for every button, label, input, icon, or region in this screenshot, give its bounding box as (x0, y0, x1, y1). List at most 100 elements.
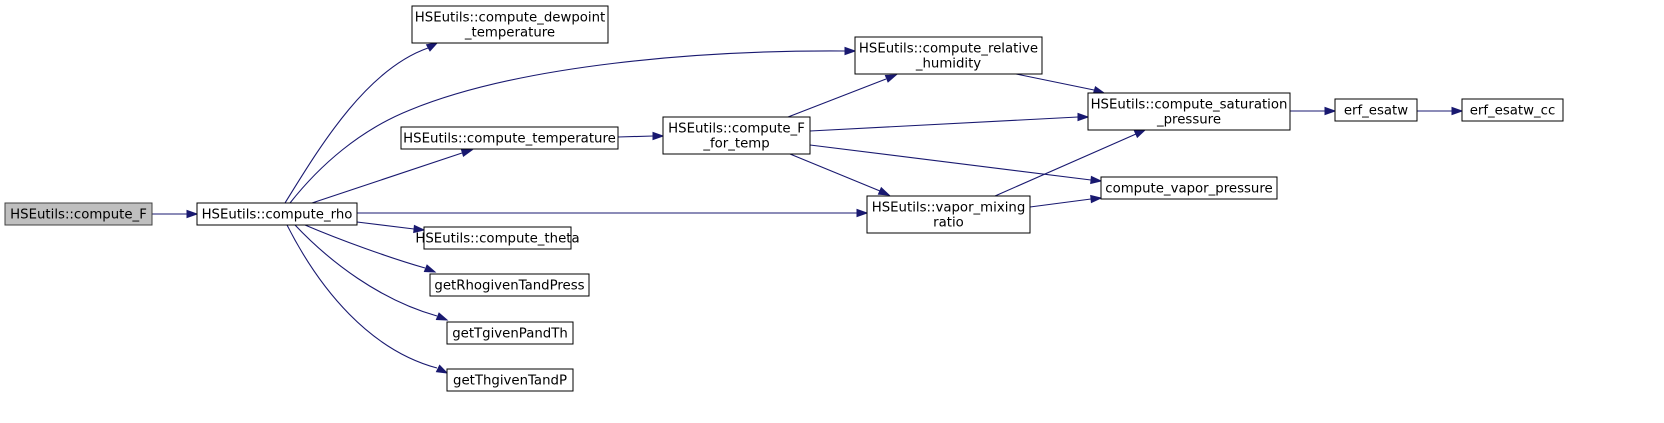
node-compute_temperature[interactable]: HSEutils::compute_temperature (400, 126, 619, 150)
node-label: HSEutils::compute_relative (859, 42, 1038, 57)
edge-erf_esatw-to-erf_esatw_cc (1417, 106, 1464, 116)
edge-compute_rho-to-getRhogivenTandPress (304, 224, 437, 273)
edge-compute_rho-to-compute_theta (356, 221, 426, 234)
arrowhead-icon (435, 312, 449, 321)
node-box[interactable] (1334, 98, 1418, 122)
arrowhead-icon (652, 131, 665, 141)
edge-line (284, 47, 429, 204)
node-getRhogivenTandPress[interactable]: getRhogivenTandPress (429, 273, 590, 297)
edge-line (994, 133, 1137, 197)
node-box[interactable] (854, 36, 1043, 75)
arrowhead-icon (186, 209, 199, 219)
edge-line (1015, 73, 1095, 91)
arrowhead-icon (460, 148, 474, 158)
edge-line (286, 224, 438, 369)
node-label: _humidity (915, 57, 981, 72)
arrowhead-icon (877, 186, 891, 196)
arrowhead-icon (425, 42, 439, 52)
node-box[interactable] (411, 5, 609, 44)
node-compute_rho[interactable]: HSEutils::compute_rho (196, 202, 358, 226)
edge-line (304, 224, 426, 269)
edges-layer (152, 42, 1464, 374)
edge-line (356, 221, 415, 230)
node-box[interactable] (196, 202, 358, 226)
node-label: HSEutils::vapor_mixing (872, 201, 1026, 216)
arrowhead-icon (1090, 175, 1103, 185)
edge-line (617, 135, 654, 138)
node-compute_relative_humidity[interactable]: HSEutils::compute_relative_humidity (854, 36, 1043, 75)
node-label: HSEutils::compute_rho (202, 208, 353, 223)
edge-line (787, 78, 887, 118)
node-box[interactable] (446, 321, 574, 345)
edge-compute_F_for_temp-to-compute_vapor_pressure (809, 144, 1103, 185)
edge-line (1029, 198, 1092, 208)
node-label: HSEutils::compute_F (10, 208, 147, 223)
edge-line (809, 116, 1079, 132)
edge-compute_temperature-to-compute_F_for_temp (617, 131, 665, 141)
edge-vapor_mixing_ratio-to-compute_vapor_pressure (1029, 194, 1103, 208)
node-label: HSEutils::compute_theta (415, 232, 579, 247)
node-erf_esatw[interactable]: erf_esatw (1334, 98, 1418, 122)
node-box[interactable] (866, 195, 1031, 234)
arrowhead-icon (884, 74, 898, 83)
edge-compute_rho-to-vapor_mixing_ratio (357, 208, 869, 218)
arrowhead-icon (1451, 106, 1464, 116)
node-label: _pressure (1156, 113, 1221, 128)
node-compute_dewpoint_temperature[interactable]: HSEutils::compute_dewpoint_temperature (411, 5, 609, 44)
node-compute_vapor_pressure[interactable]: compute_vapor_pressure (1100, 176, 1278, 200)
node-label: getThgivenTandP (453, 374, 567, 389)
node-box[interactable] (423, 226, 572, 250)
edge-line (311, 152, 463, 204)
edge-line (809, 144, 1092, 181)
arrowhead-icon (844, 46, 857, 56)
node-compute_saturation_pressure[interactable]: HSEutils::compute_saturation_pressure (1087, 92, 1291, 131)
node-label: getRhogivenTandPress (434, 279, 584, 294)
node-box[interactable] (1100, 176, 1278, 200)
node-label: HSEutils::compute_temperature (403, 132, 616, 147)
arrowhead-icon (1092, 85, 1106, 95)
node-label: ratio (933, 216, 964, 231)
node-box[interactable] (662, 116, 811, 155)
node-box[interactable] (1461, 98, 1564, 122)
edge-compute_rho-to-compute_temperature (311, 148, 474, 204)
edge-compute_F_for_temp-to-compute_saturation_pressure (809, 112, 1090, 132)
edge-compute_F-to-compute_rho (152, 209, 199, 219)
edge-compute_relative_humidity-to-compute_saturation_pressure (1015, 73, 1106, 95)
node-box[interactable] (400, 126, 619, 150)
edge-line (289, 50, 846, 204)
edge-compute_F_for_temp-to-vapor_mixing_ratio (789, 153, 891, 196)
node-compute_theta[interactable]: HSEutils::compute_theta (415, 226, 580, 250)
node-label: _temperature (464, 26, 555, 41)
arrowhead-icon (435, 364, 449, 374)
edge-line (789, 153, 881, 192)
edge-compute_rho-to-getThgivenTandP (286, 224, 449, 374)
node-box[interactable] (1087, 92, 1291, 131)
node-label: compute_vapor_pressure (1105, 182, 1272, 197)
node-label: HSEutils::compute_F (668, 122, 805, 137)
node-compute_F_for_temp[interactable]: HSEutils::compute_F_for_temp (662, 116, 811, 155)
node-label: HSEutils::compute_saturation (1091, 98, 1288, 113)
edge-compute_saturation_pressure-to-erf_esatw (1290, 106, 1337, 116)
node-label: getTgivenPandTh (452, 327, 568, 342)
arrowhead-icon (1077, 112, 1090, 122)
node-label: _for_temp (702, 137, 769, 152)
node-label: erf_esatw_cc (1470, 104, 1556, 119)
node-getTgivenPandTh[interactable]: getTgivenPandTh (446, 321, 574, 345)
arrowhead-icon (856, 208, 869, 218)
node-erf_esatw_cc[interactable]: erf_esatw_cc (1461, 98, 1564, 122)
arrowhead-icon (1133, 129, 1147, 139)
edge-compute_rho-to-getTgivenPandTh (294, 224, 449, 321)
node-getThgivenTandP[interactable]: getThgivenTandP (446, 368, 574, 392)
node-box[interactable] (429, 273, 590, 297)
arrowhead-icon (423, 264, 437, 273)
node-compute_F[interactable]: HSEutils::compute_F (4, 202, 153, 226)
node-box[interactable] (446, 368, 574, 392)
node-label: erf_esatw (1344, 104, 1408, 119)
node-label: HSEutils::compute_dewpoint (415, 11, 605, 26)
edge-line (294, 224, 438, 317)
root-node-box[interactable] (4, 202, 153, 226)
edge-compute_rho-to-compute_dewpoint_temperature (284, 42, 439, 204)
